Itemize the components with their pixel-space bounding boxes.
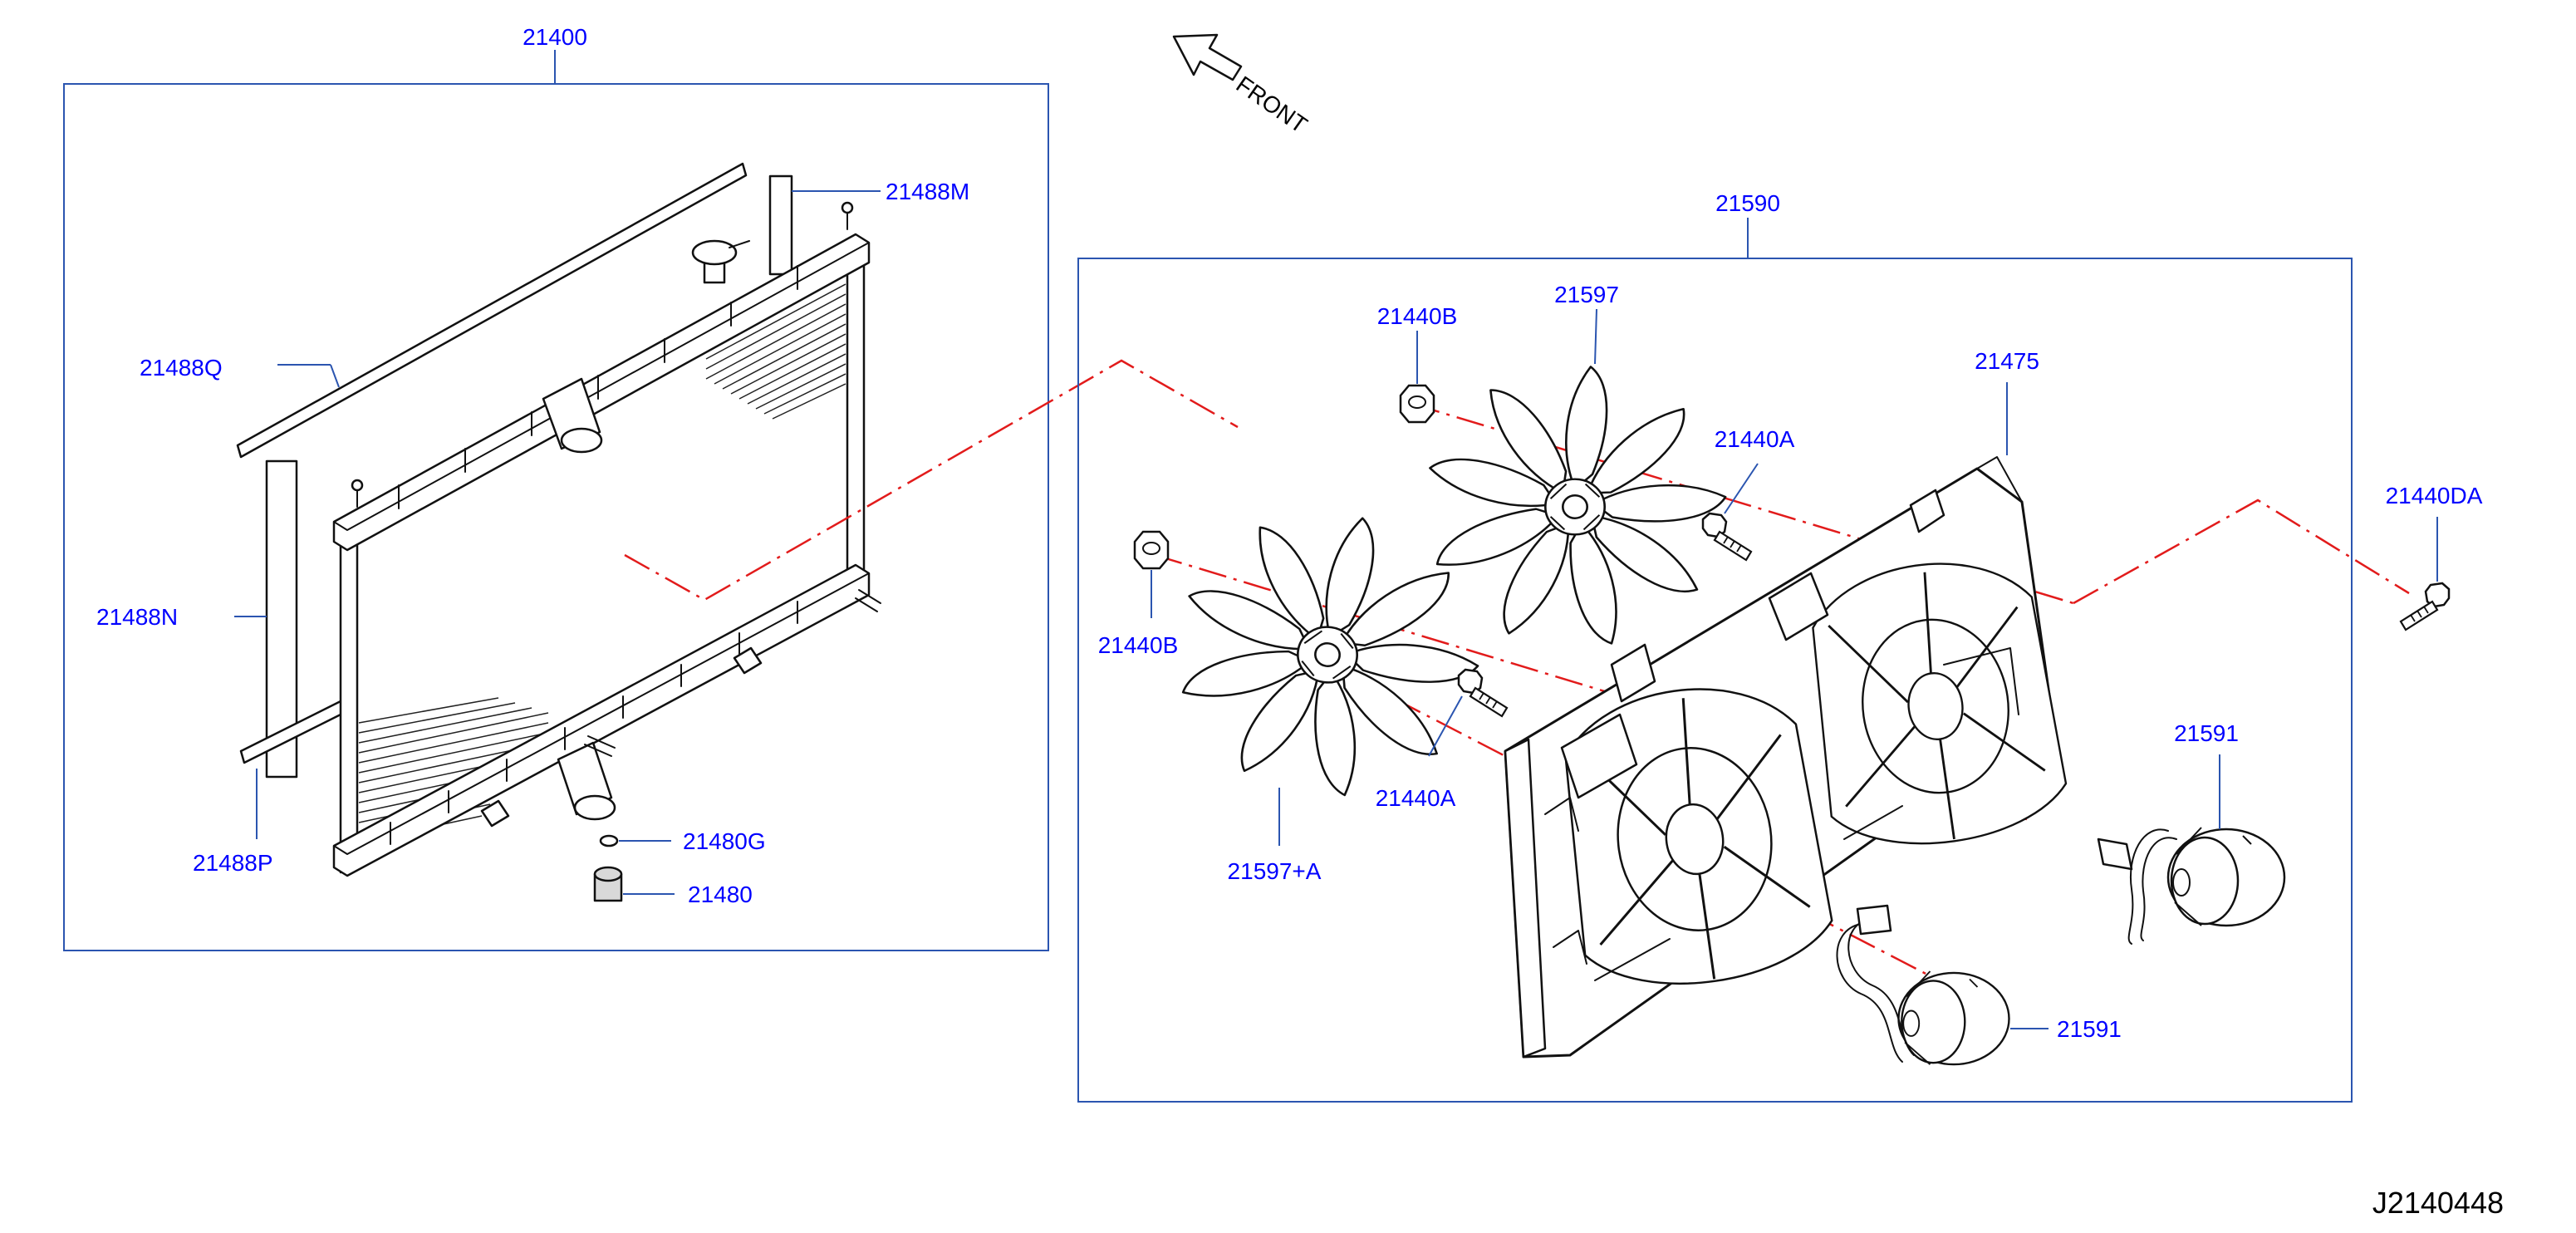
bolt-21440A-top — [1701, 463, 1759, 562]
callout-21488N: 21488N — [96, 604, 178, 630]
radiator-core — [332, 201, 881, 877]
radiator-group-frame — [63, 83, 1049, 951]
fan-assembly-group: 21590 — [1077, 190, 2483, 1103]
callout-21597A: 21597+A — [1228, 858, 1322, 884]
lower-outlet — [557, 741, 616, 821]
fan-blade-21597A — [1160, 495, 1499, 846]
callout-21440A-top: 21440A — [1715, 426, 1795, 452]
callout-21488Q: 21488Q — [140, 355, 223, 381]
nut-21440B-left — [1133, 530, 1170, 618]
fan-blade-21597 — [1425, 308, 1728, 649]
diagram-id: J2140448 — [2372, 1186, 2504, 1220]
fan-shroud-21475 — [1504, 382, 2073, 1059]
fan-motor-21591-right — [2097, 754, 2286, 945]
callout-21440DA: 21440DA — [2386, 483, 2483, 508]
drain-seal-21480G — [599, 834, 671, 847]
fan-assembly-frame — [1077, 258, 2353, 1103]
callout-21591-right: 21591 — [2174, 720, 2239, 746]
nut-21440B-top — [1399, 331, 1435, 424]
radiator-group-label: 21400 — [523, 24, 587, 50]
radiator-cap — [691, 239, 750, 284]
bolt-21440DA — [2399, 517, 2451, 631]
air-guide-21488M — [768, 174, 881, 276]
air-guide-21488N — [234, 459, 298, 779]
callout-21488P: 21488P — [193, 850, 273, 876]
callout-21440B-left: 21440B — [1098, 632, 1179, 658]
callout-21440B-top: 21440B — [1377, 303, 1458, 329]
air-guide-21488Q — [236, 162, 748, 459]
radiator-group: 21400 — [63, 24, 1049, 951]
front-label: FRONT — [1232, 71, 1313, 139]
bolt-21440A-low — [1428, 668, 1509, 757]
fan-motor-21591-low — [1836, 904, 2049, 1066]
callout-21488M: 21488M — [886, 179, 969, 204]
callout-21591-low: 21591 — [2057, 1016, 2122, 1042]
fan-assembly-label: 21590 — [1715, 190, 1780, 216]
callout-21480G: 21480G — [683, 828, 766, 854]
callout-21597: 21597 — [1554, 282, 1619, 307]
callout-21475: 21475 — [1975, 348, 2039, 374]
callout-21480: 21480 — [688, 882, 753, 907]
upper-outlet — [542, 377, 603, 454]
front-direction-arrow: FRONT — [1172, 33, 1313, 139]
callout-21440A-low: 21440A — [1376, 785, 1456, 811]
drain-plug-21480 — [593, 866, 675, 902]
